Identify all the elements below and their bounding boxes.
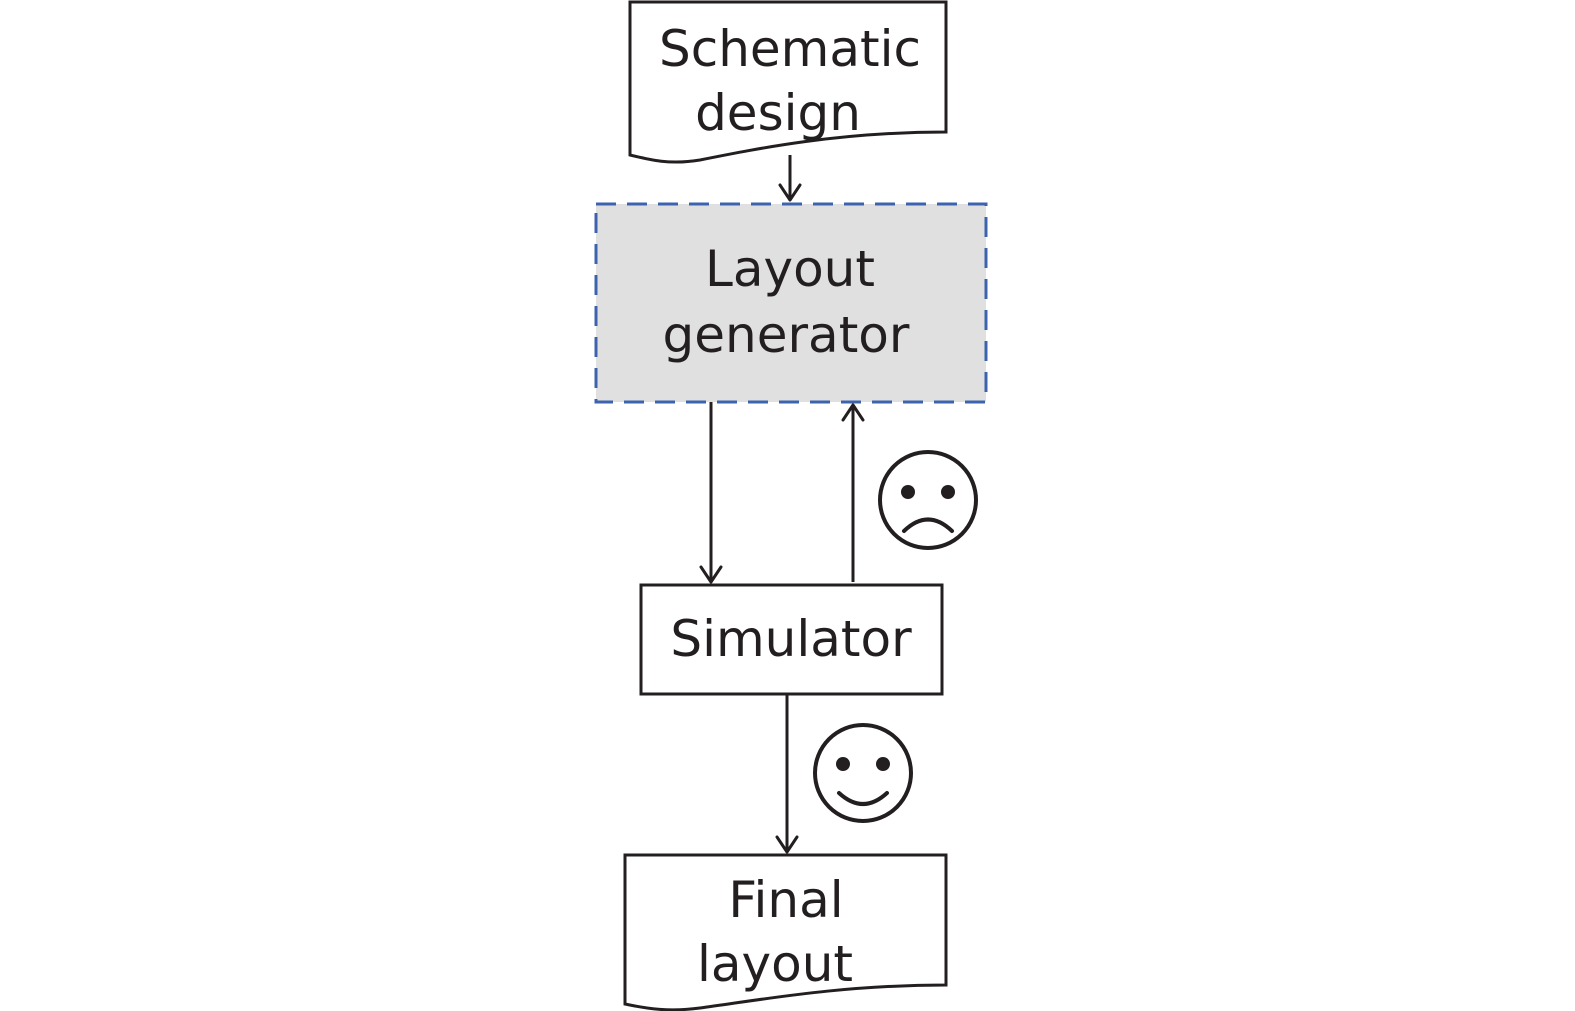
simulator-node: Simulator bbox=[639, 583, 944, 696]
final-layout-label-line1: Final bbox=[728, 871, 843, 929]
simulator-label: Simulator bbox=[670, 610, 912, 668]
final-layout-label-line2: layout bbox=[697, 935, 853, 993]
schematic-design-label-line1: Schematic bbox=[659, 20, 921, 78]
layout-generator-box bbox=[594, 202, 988, 404]
arrow-generator-to-simulator bbox=[699, 402, 723, 584]
schematic-design-shape bbox=[628, 0, 948, 164]
schematic-design-node: Schematic design bbox=[628, 0, 948, 164]
layout-generator-label-line1: Layout bbox=[705, 240, 875, 298]
happy-face-icon bbox=[813, 723, 913, 823]
final-layout-node: Final layout bbox=[623, 853, 948, 1011]
arrow-schematic-to-generator bbox=[778, 155, 802, 202]
schematic-design-label-line2: design bbox=[695, 84, 861, 142]
arrow-simulator-to-final bbox=[775, 694, 799, 854]
sad-face-icon bbox=[878, 450, 978, 550]
simulator-box bbox=[639, 583, 944, 696]
layout-generator-node: Layout generator bbox=[594, 202, 988, 404]
layout-generator-label-line2: generator bbox=[663, 306, 910, 364]
final-layout-shape bbox=[623, 853, 948, 1011]
arrow-simulator-to-generator bbox=[841, 403, 865, 582]
